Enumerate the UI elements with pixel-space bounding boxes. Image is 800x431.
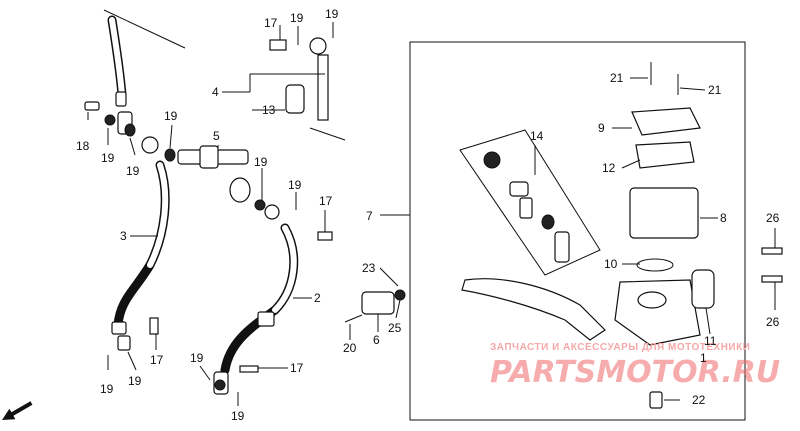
callout-17-bottom: 17 (150, 353, 164, 367)
callout-6: 6 (373, 333, 380, 347)
callout-19-right-a: 19 (254, 155, 268, 169)
callout-11: 11 (704, 334, 717, 348)
callout-19-top-a: 19 (290, 11, 304, 25)
callout-19-left-b: 19 (126, 164, 140, 178)
callout-19-top-b: 19 (325, 7, 339, 21)
master-cylinder-assembly-frame (380, 41, 746, 421)
callout-19-mid: 19 (164, 109, 178, 123)
callout-17-bottom-right: 17 (290, 361, 304, 375)
callout-19-bottom-d: 19 (231, 409, 245, 423)
master-cylinder-body (614, 258, 715, 346)
cap-screws (650, 62, 679, 95)
hose-joint-13 (249, 37, 346, 141)
callout-labels: 17 19 19 4 13 18 19 19 19 5 3 19 19 17 2… (76, 7, 780, 423)
callout-25: 25 (388, 321, 402, 335)
callout-1: 1 (700, 351, 707, 365)
callout-4: 4 (212, 85, 219, 99)
brake-hose-2 (213, 223, 299, 395)
stop-switch (649, 391, 663, 409)
reservoir-cap (629, 107, 701, 239)
three-way-joint (84, 101, 176, 162)
callout-19-bottom-b: 19 (128, 374, 142, 388)
callout-21-a: 21 (610, 71, 624, 85)
callout-19-bottom-a: 19 (100, 382, 114, 396)
callout-17-top: 17 (264, 16, 278, 30)
callout-5: 5 (213, 129, 220, 143)
callout-10: 10 (604, 257, 618, 271)
callout-19-left-a: 19 (101, 151, 115, 165)
banjo-bolts (149, 39, 333, 373)
callout-17-right: 17 (319, 194, 333, 208)
callout-7: 7 (366, 209, 373, 223)
upper-brake-hose (103, 9, 186, 107)
callout-19-bottom-c: 19 (190, 351, 204, 365)
callout-3: 3 (120, 229, 127, 243)
brake-pipe-5 (177, 145, 280, 220)
callout-13: 13 (262, 103, 276, 117)
callout-23: 23 (362, 261, 376, 275)
callout-26-a: 26 (766, 211, 780, 225)
watermark-logo: PARTSMOTOR.RU (490, 355, 780, 390)
holder-6 (344, 289, 406, 323)
callout-2: 2 (314, 291, 321, 305)
callout-18: 18 (76, 139, 90, 153)
watermark-tagline: ЗАПЧАСТИ И АКСЕССУАРЫ ДЛЯ МОТОТЕХНИКИ (490, 342, 750, 353)
callout-26-b: 26 (766, 315, 780, 329)
callout-8: 8 (720, 211, 727, 225)
piston-kit-14 (459, 129, 601, 276)
mount-bolts-26 (761, 247, 783, 283)
callout-21-b: 21 (708, 83, 722, 97)
callout-12: 12 (602, 161, 616, 175)
brake-lever (461, 278, 606, 341)
forward-arrow-icon: FWD (2, 398, 33, 420)
callout-9: 9 (598, 121, 605, 135)
brake-hose-3 (111, 160, 170, 351)
callout-22: 22 (692, 393, 706, 407)
callout-20: 20 (343, 341, 357, 355)
leader-lines (87, 22, 776, 406)
callout-19-right-b: 19 (288, 178, 302, 192)
callout-14: 14 (530, 129, 544, 143)
